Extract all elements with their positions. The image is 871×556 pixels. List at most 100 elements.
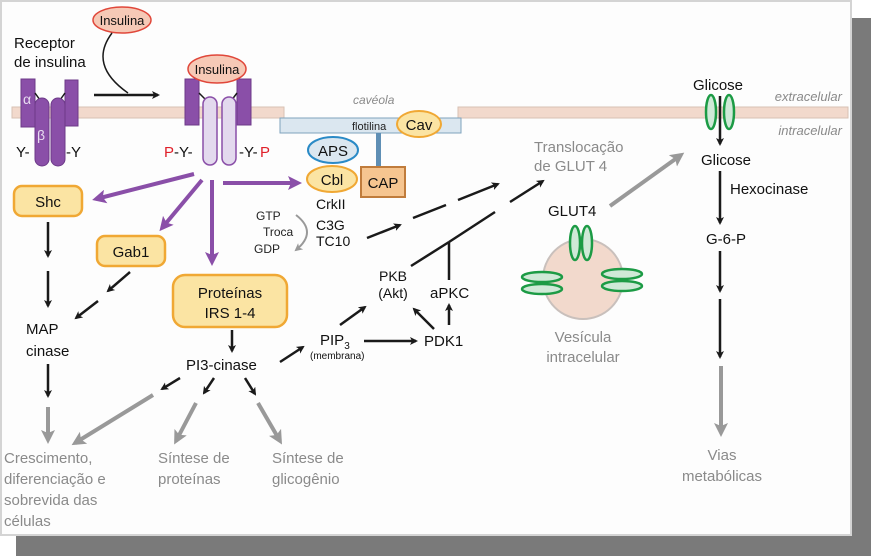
map-kinase-label-1: MAP [26, 321, 59, 338]
insulin-bound-label: Insulina [195, 62, 241, 77]
shc-node [12, 184, 84, 218]
phospho-left-y: -Y- [174, 144, 193, 161]
receptor-label-1: Receptor [14, 35, 75, 52]
alpha-label: α [23, 91, 31, 107]
g6p-label: G-6-P [706, 231, 746, 248]
glut4-transporter-membrane [704, 93, 736, 131]
membrana-label: (membrana) [310, 351, 364, 362]
arrow-pi3k-to-glycogen-2 [256, 401, 283, 445]
vesicle-label-1: Vesícula [555, 329, 612, 346]
pkb-label-2: (Akt) [378, 285, 408, 301]
gtp-gdp-exchange-arrow [294, 214, 308, 252]
phospho-left-p: P [164, 144, 174, 161]
crkii-label: CrkII [316, 196, 346, 212]
arrow-pi3k-to-growth-2 [71, 393, 155, 446]
map-kinase-label-2: cinase [26, 343, 69, 360]
pdk1-label: PDK1 [424, 333, 463, 350]
glucose-intracellular-label: Glicose [701, 152, 751, 169]
arrow-gab1-to-map-1 [106, 271, 131, 293]
arrow-tc10-3 [457, 182, 500, 202]
arrow-receptor-to-shc [92, 172, 195, 204]
caveola-label: cavéola [353, 93, 395, 107]
growth-label-3: sobrevida das [4, 492, 97, 509]
receptor-label-2: de insulina [14, 54, 86, 71]
cap-stalk [376, 133, 381, 167]
irs-label-2: IRS 1-4 [205, 305, 256, 322]
glucose-extracellular-label: Glicose [693, 77, 743, 94]
shc-label: Shc [35, 194, 61, 211]
arrow-pi3k-to-protein-2 [174, 402, 198, 445]
glut4-transporters-vesicle [520, 224, 644, 296]
insulin-receptor-inactive [20, 78, 79, 167]
c3g-label: C3G [316, 217, 345, 233]
gab1-node [95, 234, 167, 268]
arrow-pi3k-to-protein-1 [202, 377, 216, 395]
translocation-label-1: Translocação [534, 139, 624, 156]
glut4-label: GLUT4 [548, 203, 596, 220]
arrow-pi3k-to-growth-1 [160, 376, 181, 391]
hexokinase-label: Hexocinase [730, 181, 808, 198]
arrow-pip3-to-pkb [339, 305, 367, 327]
cav-node [396, 110, 442, 138]
troca-label: Troca [263, 225, 294, 239]
cap-node [360, 166, 406, 198]
line-pkb-up [410, 240, 450, 268]
insulin-binding-curve [102, 32, 129, 94]
gtp-label: GTP [256, 209, 281, 223]
arrow-tc10-1 [366, 223, 402, 240]
gdp-label: GDP [254, 242, 280, 256]
arrow-gab1-to-map-2 [74, 300, 99, 320]
cap-label: CAP [368, 175, 399, 192]
pip3-subscript: 3 [344, 341, 350, 352]
arrow-tc10-2 [412, 203, 447, 220]
glycogen-synthesis-label-2: glicogênio [272, 471, 340, 488]
arrow-glut4-to-membrane [608, 152, 685, 208]
pip3-main: PIP [320, 332, 344, 349]
pi3k-label: PI3-cinase [186, 357, 257, 374]
metabolic-pathways-label-2: metabólicas [682, 468, 762, 485]
tyrosine-left-label: Y- [16, 144, 30, 161]
plasma-membrane-right [457, 106, 849, 119]
pip3-label: PIP3 [320, 332, 350, 352]
arrow-to-glut4-translocation-2 [509, 179, 545, 204]
gab1-label: Gab1 [113, 244, 150, 261]
arrow-to-glut4-translocation-1 [448, 210, 496, 244]
arrow-pi3k-to-pip3 [279, 345, 305, 364]
cbl-label: Cbl [321, 172, 344, 189]
growth-label-2: diferenciação e [4, 471, 106, 488]
glycogen-synthesis-label-1: Síntese de [272, 450, 344, 467]
plasma-membrane-left [11, 106, 285, 119]
irs-node [171, 273, 289, 329]
extracellular-label: extracelular [775, 89, 843, 104]
growth-label-1: Crescimento, [4, 450, 92, 467]
tc10-label: TC10 [316, 233, 350, 249]
protein-synthesis-label-1: Síntese de [158, 450, 230, 467]
irs-label-1: Proteínas [198, 285, 262, 302]
arrow-pdk1-to-pkb [412, 307, 435, 330]
cav-label: Cav [406, 117, 433, 134]
pkb-label-1: PKB [379, 268, 407, 284]
insulin-free [92, 6, 152, 34]
beta-label: β [37, 127, 45, 143]
growth-label-4: células [4, 513, 51, 530]
arrow-receptor-to-gab1 [159, 178, 204, 232]
translocation-label-2: de GLUT 4 [534, 158, 607, 175]
protein-synthesis-label-2: proteínas [158, 471, 221, 488]
vesicle-label-2: intracelular [546, 349, 619, 366]
phospho-right-y: -Y- [239, 144, 258, 161]
cbl-node [306, 165, 358, 193]
apkc-label: aPKC [430, 285, 469, 302]
intracellular-label: intracelular [778, 123, 842, 138]
aps-node [307, 136, 359, 164]
aps-label: APS [318, 143, 348, 160]
tyrosine-right-label: -Y [66, 144, 81, 161]
insulin-bound [187, 54, 247, 84]
arrow-pi3k-to-glycogen-1 [243, 377, 257, 396]
metabolic-pathways-label-1: Vias [708, 447, 737, 464]
insulin-receptor-active [184, 78, 252, 166]
phospho-right-p: P [260, 144, 270, 161]
flotilin-label: flotilina [352, 121, 387, 133]
insulin-free-label: Insulina [100, 13, 146, 28]
diagram-frame [0, 0, 852, 536]
